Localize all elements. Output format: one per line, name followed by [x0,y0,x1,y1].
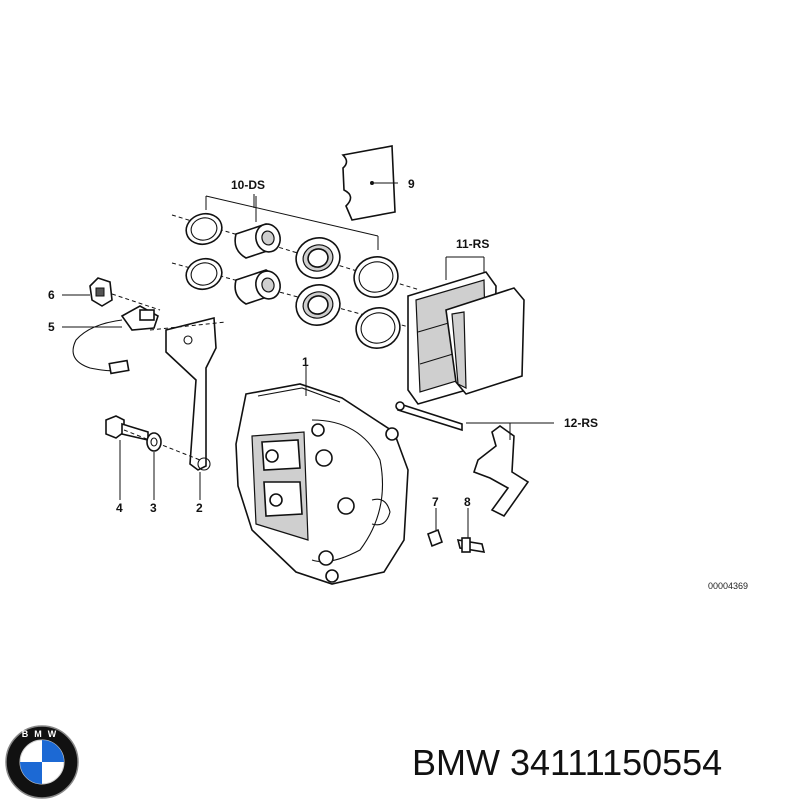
part-number-caption: BMW 34111150554 [412,742,723,783]
callout-12: 12-RS [564,416,598,430]
callout-7: 7 [432,495,439,509]
piston-lower [234,269,281,305]
callout-9: 9 [408,177,415,191]
callout-2: 2 [196,501,203,515]
callout-10: 10-DS [231,178,265,192]
bmw-logo-icon: BMW [5,725,79,799]
part-1-caliper-housing [235,366,409,585]
callout-8: 8 [464,495,471,509]
part-7-bleeder-cap [427,508,443,548]
dust-boot-lower [295,284,341,326]
part-9-pad-shim [341,145,398,221]
seal-ring-upper-2 [353,256,399,298]
dust-boot-upper [295,237,341,279]
part-5-wear-sensor [62,305,159,375]
callout-1: 1 [302,355,309,369]
callout-5: 5 [48,320,55,334]
callout-6: 6 [48,288,55,302]
piston-upper [234,223,281,259]
part-10-seal-kit-bracket [205,194,379,250]
part-8-bleeder-screw [456,508,486,553]
svg-text:BMW: BMW [22,729,63,739]
callout-4: 4 [116,501,123,515]
seal-ring-lower-1 [185,257,223,291]
seal-ring-lower-2 [355,307,401,349]
seal-ring-upper-1 [185,212,223,246]
part-4-bolt [105,415,201,500]
part-11-brake-pads [407,256,525,405]
part-6-clip [62,277,161,311]
part-3-washer [146,432,162,500]
part-2-bracket [149,316,227,500]
part-12-spring-kit [395,401,554,518]
callout-11: 11-RS [456,237,489,251]
callout-3: 3 [150,501,157,515]
reference-number: 00004369 [708,581,748,591]
